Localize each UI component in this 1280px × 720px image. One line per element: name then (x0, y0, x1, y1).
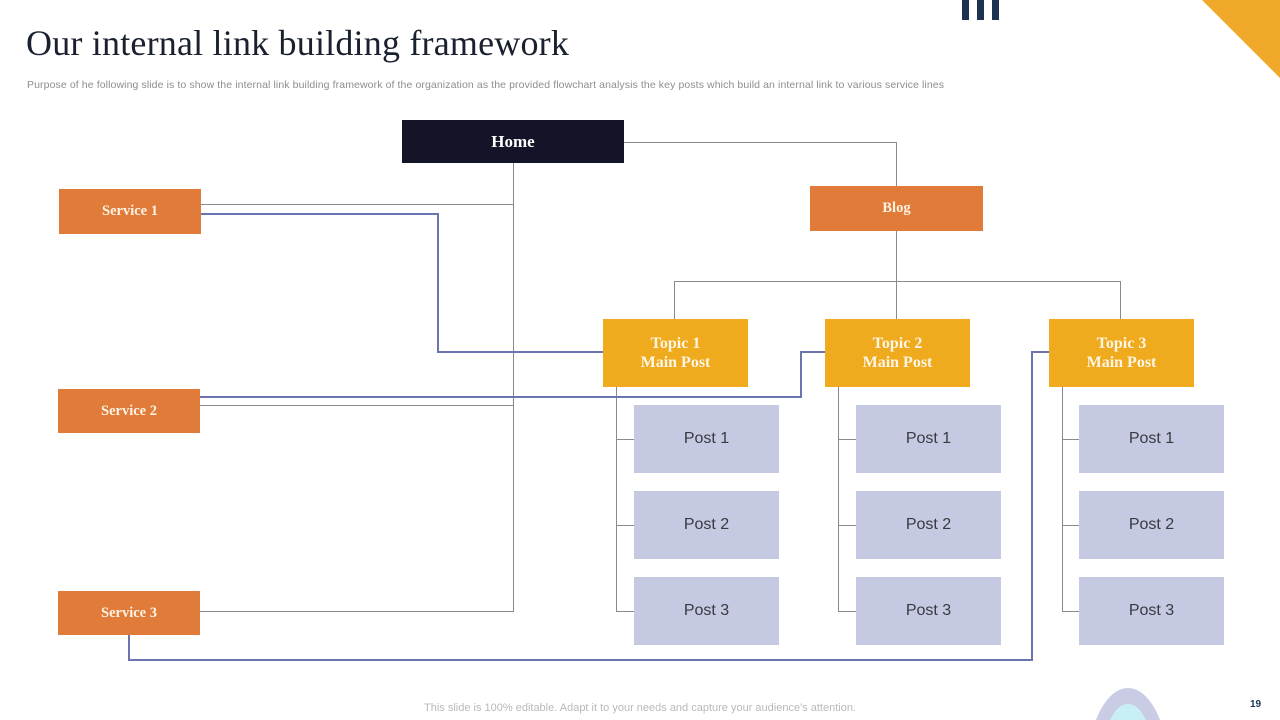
node-home-label: Home (491, 131, 535, 151)
connector-service1-to-topic1-h1 (200, 213, 439, 215)
node-topic-1-post-1-label: Post 1 (683, 430, 730, 447)
node-topic-3-post-3[interactable]: Post 3 (1079, 577, 1224, 645)
connector-topic2-post2 (838, 525, 856, 526)
connector-service3-to-topic3-v1 (128, 635, 130, 661)
node-topic-1-label-line1: Topic 1 (650, 334, 701, 352)
page-title: Our internal link building framework (26, 23, 570, 63)
node-topic-1-post-1[interactable]: Post 1 (634, 405, 779, 473)
node-topic-3-post-1-label: Post 1 (1128, 430, 1175, 447)
connector-topic3-spine (1062, 387, 1063, 612)
node-topic-2-post-2[interactable]: Post 2 (856, 491, 1001, 559)
node-home[interactable]: Home (402, 120, 624, 163)
tick-bar-3 (992, 0, 999, 20)
connector-service3-to-topic3-h1 (128, 659, 1033, 661)
tick-bar-1 (962, 0, 969, 20)
connector-topic1-spine (616, 387, 617, 612)
connector-topic1-post1 (616, 439, 634, 440)
node-service-2-label: Service 2 (101, 402, 157, 419)
connector-topic3-post2 (1062, 525, 1080, 526)
node-topic-2-label-line1: Topic 2 (872, 334, 923, 352)
connector-spine-service1 (200, 204, 514, 205)
node-blog[interactable]: Blog (810, 186, 983, 231)
node-topic-2-post-1[interactable]: Post 1 (856, 405, 1001, 473)
connector-topic2-post3 (838, 611, 856, 612)
node-service-3[interactable]: Service 3 (58, 591, 200, 635)
tick-bar-2 (977, 0, 984, 20)
node-topic-2-label-line2: Main Post (862, 354, 933, 371)
connector-topics-bus (674, 281, 1121, 282)
node-service-1[interactable]: Service 1 (59, 189, 201, 234)
page-number: 19 (1250, 699, 1262, 710)
node-topic-3-label-line1: Topic 3 (1096, 334, 1147, 352)
node-topic-1-post-2[interactable]: Post 2 (634, 491, 779, 559)
connector-home-to-blog-horizontal (623, 142, 896, 143)
node-topic-2[interactable]: Topic 2 Main Post (825, 319, 970, 387)
node-topic-3-label-line2: Main Post (1086, 354, 1157, 371)
node-topic-3-post-3-label: Post 3 (1128, 602, 1175, 619)
connector-topic1-post2 (616, 525, 634, 526)
page-subtitle: Purpose of he following slide is to show… (27, 79, 945, 91)
corner-triangle-decoration (1202, 0, 1280, 78)
node-topic-3-post-2-label: Post 2 (1128, 516, 1175, 533)
node-topic-1[interactable]: Topic 1 Main Post (603, 319, 748, 387)
node-topic-3-post-1[interactable]: Post 1 (1079, 405, 1224, 473)
connector-spine-service3 (200, 611, 514, 612)
connector-service1-to-topic1-v (437, 213, 439, 352)
connector-spine-service2 (200, 405, 514, 406)
connector-service2-to-topic2-h2 (800, 351, 827, 353)
node-service-1-label: Service 1 (102, 203, 158, 219)
connector-topic3-post1 (1062, 439, 1080, 440)
connector-home-spine (513, 163, 514, 612)
connector-service2-to-topic2-v (800, 351, 802, 398)
connector-bus-to-topic2 (896, 281, 897, 319)
node-topic-2-post-3[interactable]: Post 3 (856, 577, 1001, 645)
connector-service2-to-topic2-h1 (200, 396, 802, 398)
connector-bus-to-topic1 (674, 281, 675, 319)
connector-topic1-post3 (616, 611, 634, 612)
connector-topic3-post3 (1062, 611, 1080, 612)
connector-service3-to-topic3-v2 (1031, 351, 1033, 661)
connector-service1-to-topic1-h2 (437, 351, 604, 353)
node-topic-1-label-line2: Main Post (640, 354, 711, 371)
node-topic-2-post-1-label: Post 1 (905, 430, 952, 447)
node-service-2[interactable]: Service 2 (58, 389, 200, 433)
node-topic-2-post-3-label: Post 3 (905, 602, 952, 619)
node-topic-1-post-2-label: Post 2 (683, 516, 730, 533)
node-service-3-label: Service 3 (101, 604, 157, 621)
connector-topic2-post1 (838, 439, 856, 440)
node-topic-3[interactable]: Topic 3 Main Post (1049, 319, 1194, 387)
connector-topic2-spine (838, 387, 839, 612)
node-topic-1-post-3[interactable]: Post 3 (634, 577, 779, 645)
connector-home-to-blog-vertical (896, 142, 897, 186)
node-topic-2-post-2-label: Post 2 (905, 516, 952, 533)
footer-note: This slide is 100% editable. Adapt it to… (424, 702, 856, 714)
node-topic-1-post-3-label: Post 3 (683, 602, 730, 619)
node-topic-3-post-2[interactable]: Post 2 (1079, 491, 1224, 559)
connector-blog-drop (896, 231, 897, 281)
tick-bars-decoration (962, 0, 999, 20)
connector-bus-to-topic3 (1120, 281, 1121, 319)
connector-service3-to-topic3-h2 (1031, 351, 1051, 353)
node-blog-label: Blog (882, 200, 911, 216)
